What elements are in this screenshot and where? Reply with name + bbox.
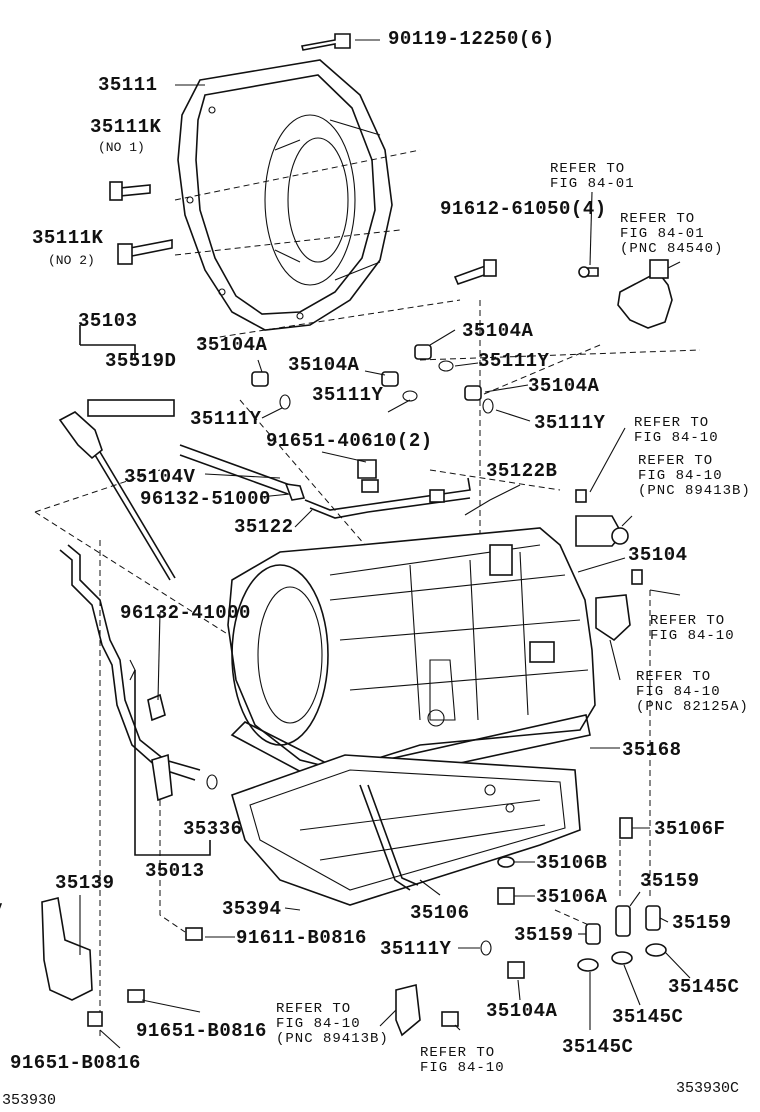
label-96132-51000: 96132-51000 — [140, 488, 271, 510]
label-no1: (NO 1) — [98, 140, 145, 155]
leader-lines — [99, 39, 691, 1049]
reference-note: REFER TO FIG 84-10 (PNC 89413B) — [638, 453, 751, 499]
label-35104a-5: 35104A — [486, 1000, 558, 1022]
label-35104a-1: 35104A — [196, 334, 268, 356]
label-96132-41000: 96132-41000 — [120, 602, 251, 624]
reference-note: REFER TO FIG 84-10 — [420, 1045, 505, 1076]
label-91651-b0816-1: 91651-B0816 — [136, 1020, 267, 1042]
label-35145c-2: 35145C — [612, 1006, 684, 1028]
label-35122: 35122 — [234, 516, 294, 538]
transmission-case-drawing — [227, 527, 643, 791]
label-35111y-3: 35111Y — [190, 408, 262, 430]
label-35106a: 35106A — [536, 886, 608, 908]
reference-note: REFER TO FIG 84-10 (PNC 82125A) — [636, 669, 749, 715]
label-35139: 35139 — [55, 872, 115, 894]
filler-tube-drawing — [59, 544, 218, 856]
cooler-tube-drawings — [179, 444, 471, 519]
label-35145c-3: 35145C — [562, 1036, 634, 1058]
bracket-drawing — [41, 895, 203, 1027]
label-90119-12250: 90119-12250(6) — [388, 28, 555, 50]
label-35106: 35106 — [410, 902, 470, 924]
diagram-id-left: 353930 — [2, 1092, 57, 1109]
label-35111y-5: 35111Y — [380, 938, 452, 960]
label-91651-b0816-2: 91651-B0816 — [10, 1052, 141, 1074]
label-35104a-4: 35104A — [528, 375, 600, 397]
label-35111: 35111 — [98, 74, 158, 96]
label-35104a-3: 35104A — [288, 354, 360, 376]
label-35394: 35394 — [222, 898, 282, 920]
label-35106b: 35106B — [536, 852, 608, 874]
bell-housing-drawing — [177, 59, 393, 331]
label-35104v: 35104V — [124, 466, 196, 488]
label-35103: 35103 — [78, 310, 138, 332]
label-35111y-4: 35111Y — [534, 412, 606, 434]
label-35111k-2: 35111K — [32, 227, 104, 249]
label-35111y-2: 35111Y — [312, 384, 384, 406]
label-35104: 35104 — [628, 544, 688, 566]
label-35013: 35013 — [145, 860, 205, 882]
label-35122b: 35122B — [486, 460, 558, 482]
label-35145c-1: 35145C — [668, 976, 740, 998]
label-35111y-1: 35111Y — [478, 350, 550, 372]
oil-pan-drawing — [231, 754, 581, 906]
label-35106f: 35106F — [654, 818, 726, 840]
label-35159-2: 35159 — [672, 912, 732, 934]
bottom-parts-drawing — [0, 817, 667, 1037]
label-35159-3: 35159 — [514, 924, 574, 946]
reference-note: REFER TO FIG 84-10 — [650, 613, 735, 644]
reference-note: REFER TO FIG 84-10 (PNC 89413B) — [276, 1001, 389, 1047]
label-91612-61050: 91612-61050(4) — [440, 198, 607, 220]
diagram-id-right: 353930C — [676, 1080, 740, 1097]
label-35168: 35168 — [622, 739, 682, 761]
label-35336: 35336 — [183, 818, 243, 840]
reference-note: REFER TO FIG 84-01 (PNC 84540) — [620, 211, 724, 257]
label-35104a-2: 35104A — [462, 320, 534, 342]
bolt-drawings — [109, 33, 599, 285]
label-91611-b0816: 91611-B0816 — [236, 927, 367, 949]
label-35519d: 35519D — [105, 350, 177, 372]
reference-note: REFER TO FIG 84-01 — [550, 161, 635, 192]
label-35111k-1: 35111K — [90, 116, 162, 138]
reference-note: REFER TO FIG 84-10 — [634, 415, 719, 446]
label-91651-40610: 91651-40610(2) — [266, 430, 433, 452]
label-35159-1: 35159 — [640, 870, 700, 892]
label-no2: (NO 2) — [48, 253, 95, 268]
plug-drawings — [251, 344, 494, 414]
dipstick-drawing — [58, 325, 176, 581]
